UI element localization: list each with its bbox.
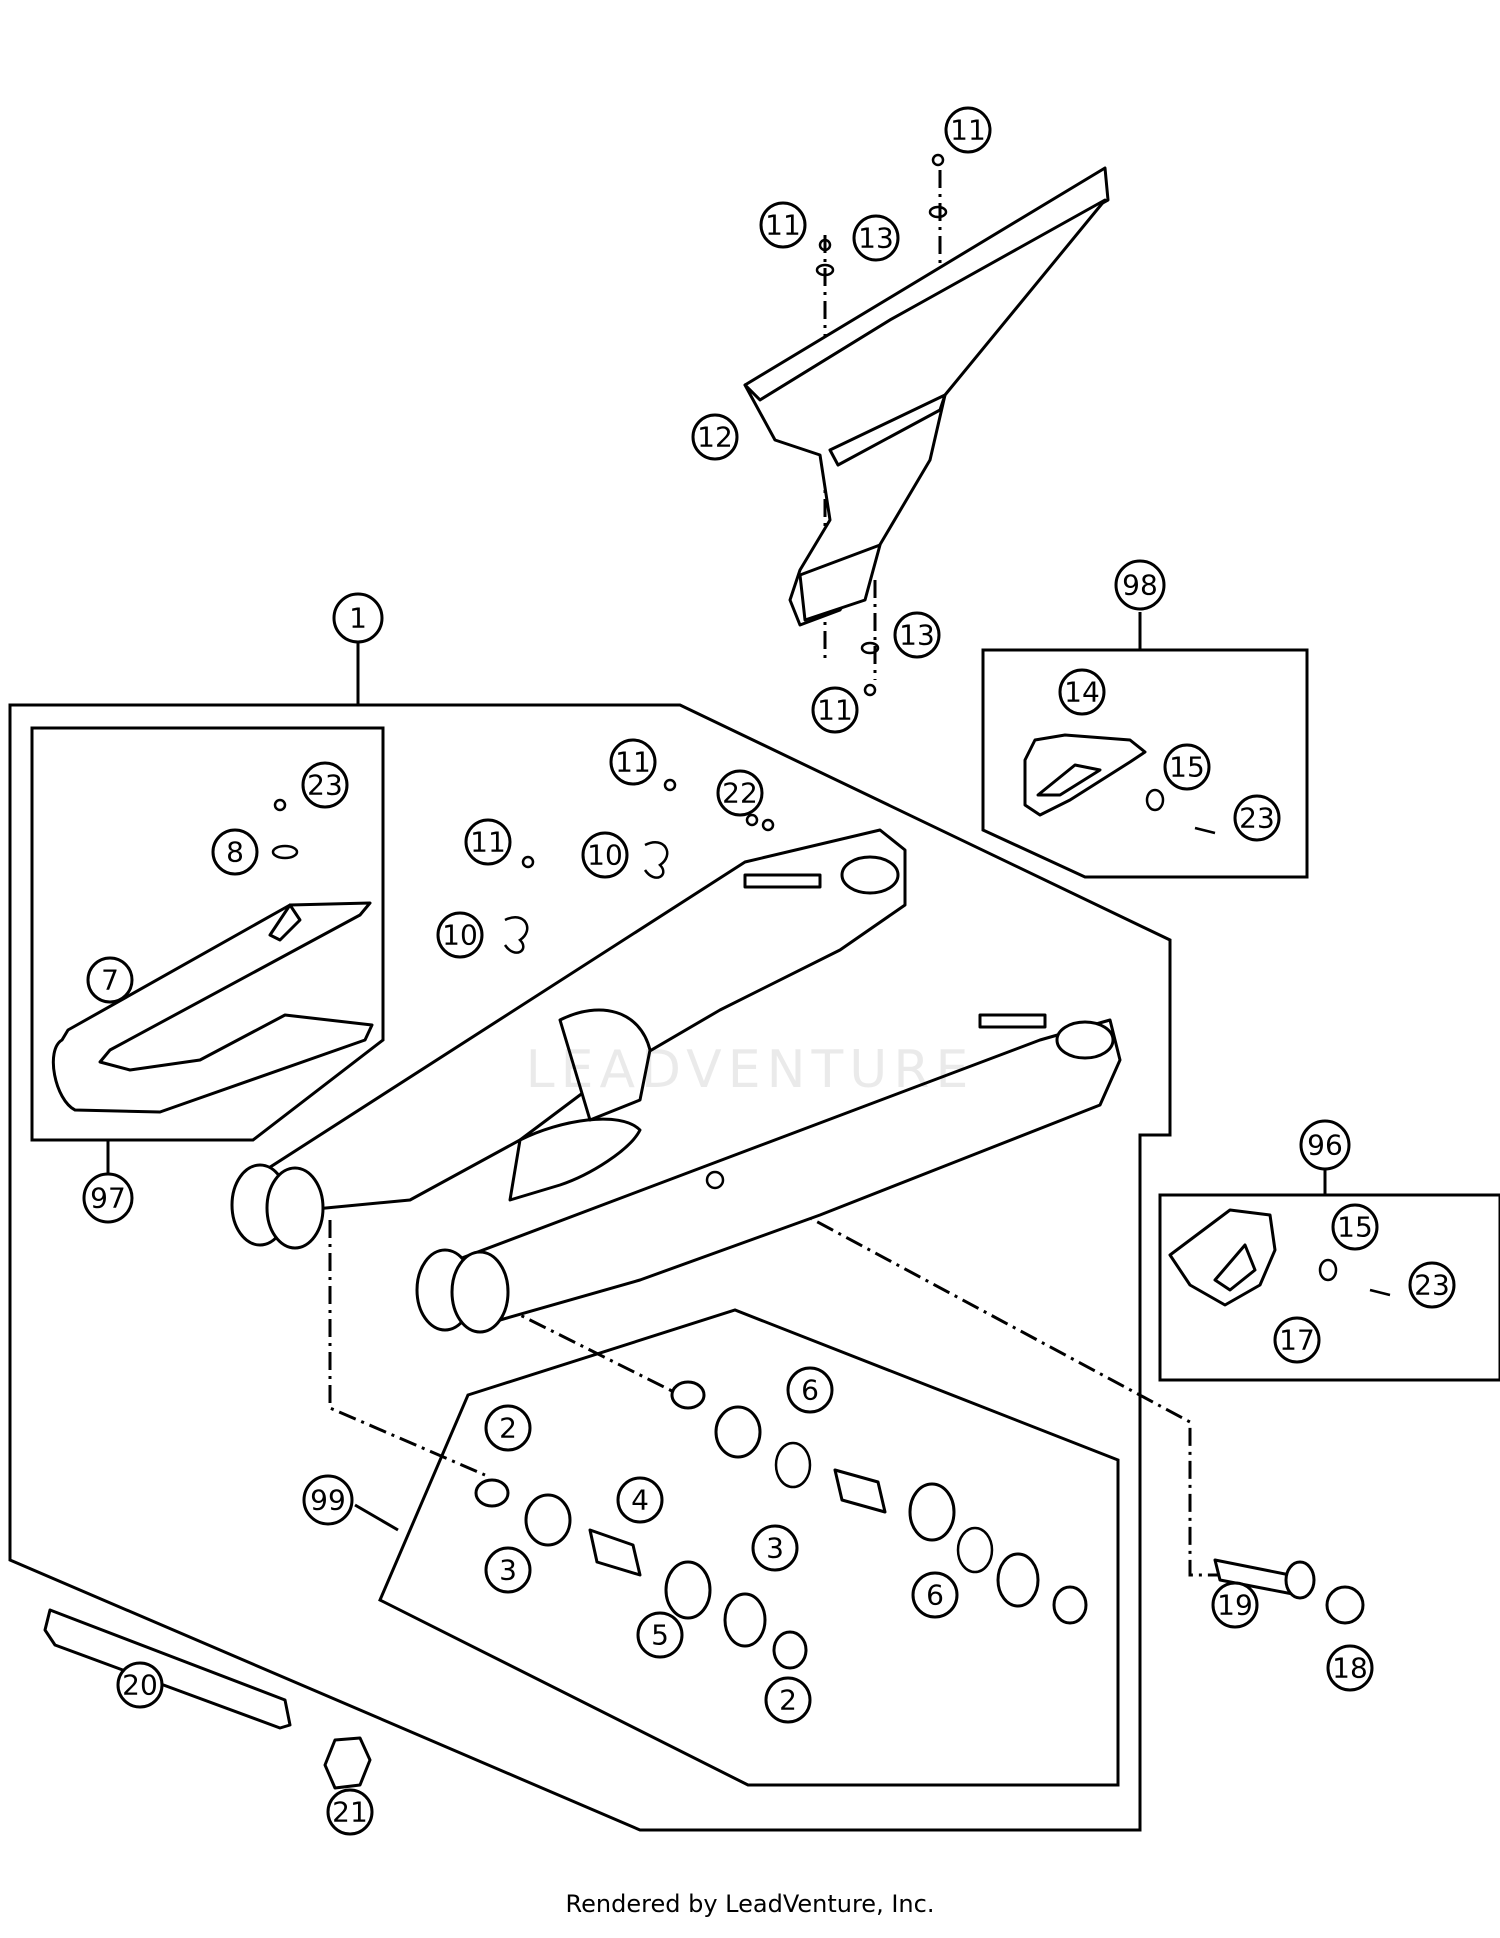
svg-text:4: 4: [631, 1484, 649, 1517]
callout-2b: 2: [764, 1676, 812, 1724]
svg-text:15: 15: [1169, 751, 1205, 784]
svg-text:13: 13: [899, 619, 935, 652]
svg-text:21: 21: [332, 1796, 368, 1829]
callout-13b: 13: [893, 611, 941, 659]
svg-text:1: 1: [349, 602, 367, 635]
svg-text:6: 6: [801, 1374, 819, 1407]
callout-11c: 11: [811, 686, 859, 734]
svg-text:23: 23: [1239, 802, 1275, 835]
callout-23c: 23: [1408, 1261, 1456, 1309]
svg-text:12: 12: [697, 421, 733, 454]
bearing-kit-99-outline: [378, 1308, 1120, 1787]
chain-guide-kit-96-box: [1158, 1193, 1500, 1382]
callout-15a: 15: [1163, 743, 1211, 791]
svg-text:7: 7: [101, 964, 119, 997]
svg-text:23: 23: [307, 769, 343, 802]
callout-15b: 15: [1331, 1203, 1379, 1251]
svg-text:11: 11: [615, 746, 651, 779]
callout-11b: 11: [759, 201, 807, 249]
svg-text:98: 98: [1122, 569, 1158, 602]
svg-text:13: 13: [858, 222, 894, 255]
svg-text:20: 20: [122, 1669, 158, 1702]
svg-text:11: 11: [765, 209, 801, 242]
svg-text:23: 23: [1414, 1269, 1450, 1302]
chain-slider-part: [51, 901, 374, 1114]
callout-11d: 11: [609, 738, 657, 786]
callout-21: 21: [326, 1788, 374, 1836]
callout-13a: 13: [852, 214, 900, 262]
swingarm-part: [230, 828, 1122, 1334]
callout-99: 99: [302, 1474, 354, 1526]
callout-96: 96: [1299, 1119, 1351, 1171]
callout-1: 1: [332, 592, 384, 644]
callout-6a: 6: [786, 1366, 834, 1414]
svg-text:15: 15: [1337, 1211, 1373, 1244]
callout-8: 8: [211, 828, 259, 876]
svg-text:2: 2: [779, 1684, 797, 1717]
svg-text:11: 11: [817, 694, 853, 727]
svg-text:14: 14: [1064, 676, 1100, 709]
callout-23b: 23: [1233, 794, 1281, 842]
pivot-alignment-line-right: [499, 1303, 681, 1397]
svg-text:10: 10: [587, 839, 623, 872]
callout-2a: 2: [484, 1404, 532, 1452]
svg-text:99: 99: [310, 1484, 346, 1517]
watermark: LEADVENTURE: [525, 1040, 975, 1100]
chain-slider-kit-box: [30, 726, 385, 1142]
chain-guard-part: [743, 166, 1110, 627]
svg-text:2: 2: [499, 1412, 517, 1445]
callout-18: 18: [1326, 1644, 1374, 1692]
callout-19: 19: [1211, 1581, 1259, 1629]
axle-and-fasteners: [43, 1558, 1365, 1790]
svg-text:19: 19: [1217, 1589, 1253, 1622]
svg-text:96: 96: [1307, 1129, 1343, 1162]
svg-text:22: 22: [722, 777, 758, 810]
small-hardware: [271, 153, 1391, 1297]
bolt-alignment-line: [729, 1173, 1225, 1577]
footer-credit: Rendered by LeadVenture, Inc.: [565, 1890, 935, 1918]
callout-10a: 10: [581, 831, 629, 879]
chain-guide-kit-98-box: [981, 648, 1309, 879]
callout-7: 7: [86, 956, 134, 1004]
svg-text:3: 3: [766, 1532, 784, 1565]
callout-4: 4: [616, 1476, 664, 1524]
svg-text:6: 6: [926, 1579, 944, 1612]
callout-17: 17: [1273, 1316, 1321, 1364]
svg-text:17: 17: [1279, 1324, 1315, 1357]
callout-3b: 3: [751, 1524, 799, 1572]
svg-text:5: 5: [651, 1619, 669, 1652]
callout-20: 20: [116, 1661, 164, 1709]
svg-text:10: 10: [442, 919, 478, 952]
callout-3a: 3: [484, 1546, 532, 1594]
leader-99: [354, 1503, 399, 1532]
swingarm-assembly-outline: [8, 703, 1172, 1832]
chain-guide-plate-part: [1023, 733, 1147, 817]
svg-text:11: 11: [950, 114, 986, 147]
chain-guide-plate-2-part: [1168, 1208, 1277, 1307]
callout-11e: 11: [464, 818, 512, 866]
svg-text:97: 97: [90, 1182, 126, 1215]
svg-text:3: 3: [499, 1554, 517, 1587]
callout-11a: 11: [944, 106, 992, 154]
bearing-parts: [474, 1380, 1088, 1670]
callout-23a: 23: [301, 761, 349, 809]
svg-text:18: 18: [1332, 1652, 1368, 1685]
pivot-alignment-line-left: [328, 1220, 486, 1477]
callout-22: 22: [716, 769, 764, 817]
callout-98: 98: [1114, 559, 1166, 611]
svg-text:11: 11: [470, 826, 506, 859]
callout-5: 5: [636, 1611, 684, 1659]
callout-10b: 10: [436, 911, 484, 959]
svg-text:8: 8: [226, 836, 244, 869]
callout-6b: 6: [911, 1571, 959, 1619]
callout-97: 97: [82, 1172, 134, 1224]
callout-14: 14: [1058, 668, 1106, 716]
callout-12: 12: [691, 413, 739, 461]
